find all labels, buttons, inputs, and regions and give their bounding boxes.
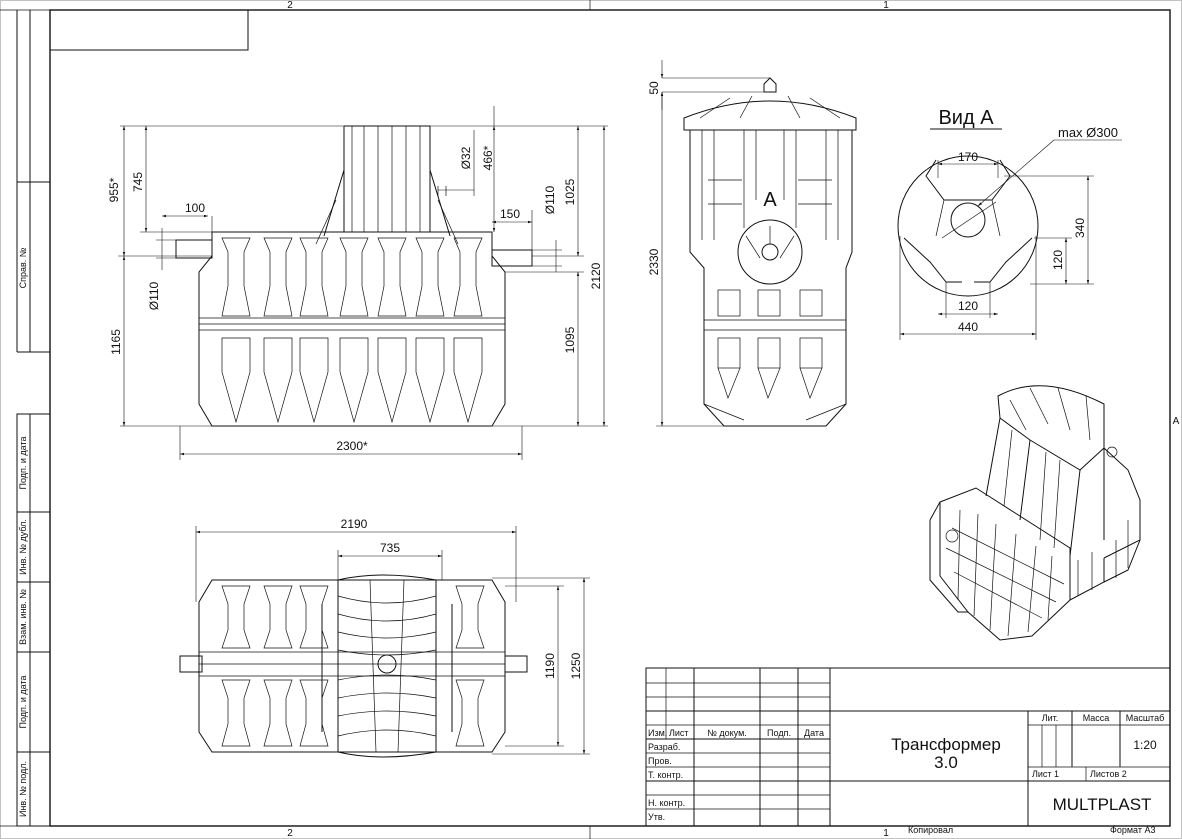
dim-d110-left: Ø110 — [147, 281, 161, 310]
dim-150: 150 — [500, 207, 520, 221]
dim-2330: 2330 — [647, 248, 661, 275]
zone-side: A — [1173, 416, 1180, 427]
stamp-vzam: Взам. инв. № — [18, 589, 28, 645]
dim-d110-right: Ø110 — [543, 185, 557, 214]
dim-466: 466* — [481, 145, 495, 170]
tb-tkontr: Т. контр. — [648, 770, 683, 780]
product-version: 3.0 — [934, 753, 958, 772]
top-view-dimensions — [195, 526, 590, 755]
dim-440: 440 — [958, 320, 978, 334]
view-a-title: Вид А — [938, 107, 994, 129]
dim-745: 745 — [131, 172, 145, 192]
stamp-sprav: Справ. № — [18, 247, 28, 288]
dim-735: 735 — [380, 541, 400, 555]
tb-nkontr: Н. контр. — [648, 798, 685, 808]
top-rib-lower — [299, 679, 329, 747]
dim-max-d300: max Ø300 — [1058, 125, 1118, 140]
dim-955: 955* — [107, 177, 121, 202]
top-view-drawing — [179, 574, 528, 758]
front-rib-upper — [339, 237, 369, 317]
side-view-dimensions — [656, 60, 770, 427]
dim-1165: 1165 — [109, 329, 123, 355]
top-rib-lower — [455, 679, 485, 747]
top-rib-upper — [299, 585, 329, 649]
tb-izm: Изм. — [648, 728, 667, 738]
dim-1025: 1025 — [563, 178, 577, 205]
dim-1250: 1250 — [569, 652, 583, 679]
view-a-marker: A — [763, 189, 777, 211]
dim-2300: 2300* — [336, 439, 368, 453]
zone-bottom-left: 2 — [287, 828, 293, 839]
tb-scale: 1:20 — [1133, 738, 1157, 752]
zone-top-left: 2 — [287, 0, 293, 11]
front-rib-lower — [339, 337, 369, 424]
front-rib-lower — [377, 337, 407, 424]
stamp-inv-dubl: Инв. № дубл. — [18, 519, 28, 575]
stamp-podp1: Подп. и дата — [18, 436, 28, 489]
front-view-ribs — [221, 237, 483, 424]
tb-dokum: № докум. — [707, 728, 747, 738]
dim-1190: 1190 — [543, 653, 557, 679]
front-rib-lower — [299, 337, 329, 424]
zone-top-right: 1 — [883, 0, 889, 11]
view-a-dimensions — [899, 139, 1122, 340]
front-rib-lower — [453, 337, 483, 424]
tb-masshtab: Масштаб — [1126, 713, 1165, 723]
copied-label: Копировал — [908, 825, 953, 835]
dim-340: 340 — [1073, 218, 1087, 238]
front-rib-upper — [221, 237, 251, 317]
tb-list: Лист — [669, 728, 689, 738]
top-rib-upper — [263, 585, 293, 649]
dim-1095: 1095 — [563, 326, 577, 353]
front-rib-upper — [299, 237, 329, 317]
top-rib-lower — [263, 679, 293, 747]
top-rib-lower — [221, 679, 251, 747]
dim-120-vertical: 120 — [1051, 250, 1065, 270]
product-name: Трансформер — [891, 735, 1001, 754]
stamp-inv-podl: Инв. № подл. — [18, 761, 28, 817]
stamp-podp2: Подп. и дата — [18, 675, 28, 728]
front-rib-upper — [377, 237, 407, 317]
dim-50: 50 — [647, 81, 661, 95]
dim-120-horizontal: 120 — [958, 299, 978, 313]
tb-podp: Подп. — [767, 728, 791, 738]
front-view-dimensions — [118, 106, 608, 460]
top-rib-upper — [455, 585, 485, 649]
dim-d32: Ø32 — [459, 146, 473, 169]
top-view-ribs — [221, 585, 485, 747]
front-rib-upper — [453, 237, 483, 317]
front-rib-lower — [415, 337, 445, 424]
tb-utv: Утв. — [648, 812, 665, 822]
isometric-view-drawing — [929, 385, 1141, 641]
tb-data: Дата — [804, 728, 824, 738]
zone-bottom-right: 1 — [883, 828, 889, 839]
front-view-drawing — [175, 125, 533, 427]
tb-lit: Лит. — [1042, 713, 1059, 723]
tb-massa: Масса — [1083, 713, 1110, 723]
front-rib-lower — [221, 337, 251, 424]
dim-170: 170 — [958, 150, 978, 164]
front-rib-upper — [263, 237, 293, 317]
front-rib-upper — [415, 237, 445, 317]
dim-100: 100 — [185, 201, 205, 215]
tb-sheets: Листов 2 — [1090, 769, 1127, 779]
tb-sheet-no: Лист 1 — [1032, 769, 1059, 779]
view-a-drawing — [897, 155, 1039, 297]
dim-2120: 2120 — [589, 262, 603, 289]
tb-razrab: Разраб. — [648, 742, 680, 752]
top-rib-upper — [221, 585, 251, 649]
company-name: MULTPLAST — [1053, 795, 1152, 814]
format-label: Формат А3 — [1110, 825, 1155, 835]
title-block-grid — [645, 667, 1171, 827]
dim-2190: 2190 — [341, 517, 368, 531]
tb-prov: Пров. — [648, 756, 672, 766]
side-view-drawing — [683, 77, 857, 427]
side-stamp-frame — [16, 10, 51, 827]
front-view-horizontal-band — [199, 317, 505, 331]
front-rib-lower — [263, 337, 293, 424]
